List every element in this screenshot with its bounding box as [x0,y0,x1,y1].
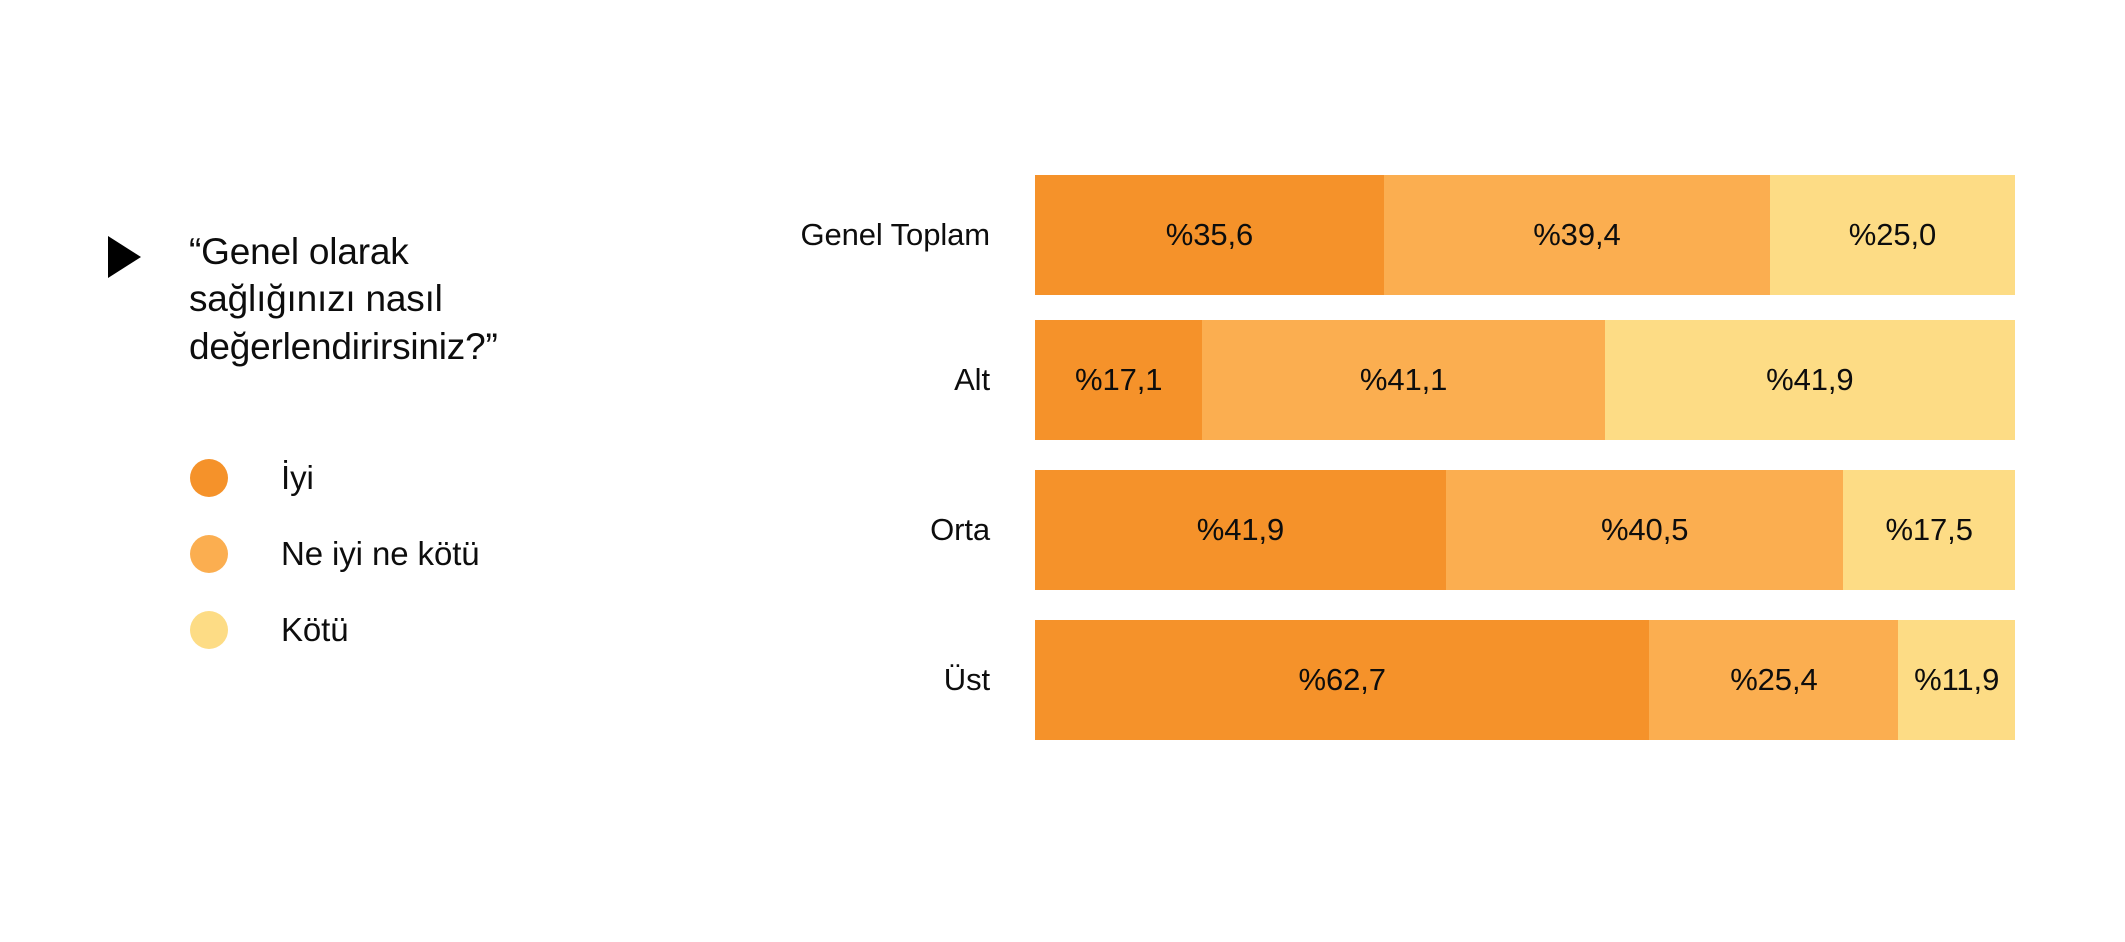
bar-segment[interactable]: %25,0 [1769,175,2015,295]
legend-item[interactable]: Ne iyi ne kötü [190,516,480,592]
bar-segment-value: %39,4 [1533,217,1621,252]
bar-segment-value: %25,4 [1730,662,1818,697]
question-block: “Genel olarak sağlığınızı nasıl değerlen… [108,228,728,370]
play-triangle-icon [108,236,141,278]
bar-segment-value: %40,5 [1600,512,1689,547]
bar-segment[interactable]: %11,9 [1898,620,2015,740]
bar-segment-value: %41,9 [1766,362,1854,397]
legend-item-label: Ne iyi ne kötü [281,535,480,572]
legend-item[interactable]: Kötü [190,592,480,668]
bar-segment-value: %62,7 [1298,662,1387,697]
bar-segment-value: %41,1 [1359,362,1448,397]
chart-row: Genel Toplam %35,6 %39,4 %25,0 [0,175,2125,295]
bar-segment[interactable]: %41,9 [1035,470,1447,590]
stacked-bar: %62,7 %25,4 %11,9 [1035,620,2015,740]
bar-segment-value: %11,9 [1914,662,2000,697]
bar-segment[interactable]: %41,9 [1604,320,2015,440]
legend-item-label: İyi [281,459,314,496]
bar-segment[interactable]: %25,4 [1649,620,1899,740]
bar-segment[interactable]: %17,5 [1843,470,2015,590]
category-label: Üst [943,662,990,697]
bar-segment[interactable]: %62,7 [1035,620,1650,740]
legend-color-swatch [190,611,228,649]
bar-segment-value: %25,0 [1848,217,1937,252]
legend-item-label: Kötü [281,611,349,648]
bar-segment-value: %35,6 [1165,217,1254,252]
bar-segment[interactable]: %39,4 [1383,175,1770,295]
bar-segment[interactable]: %40,5 [1446,470,1844,590]
stacked-bar: %35,6 %39,4 %25,0 [1035,175,2015,295]
category-label: Alt [954,362,990,397]
chart-row: Alt %17,1 %41,1 %41,9 [0,320,2125,440]
bar-segment-value: %41,9 [1196,512,1285,547]
question-and-legend-panel: “Genel olarak sağlığınızı nasıl değerlen… [0,0,760,942]
page-title: “Genel olarak sağlığınızı nasıl değerlen… [189,231,498,367]
legend-color-swatch [190,535,228,573]
chart-row: Üst %62,7 %25,4 %11,9 [0,620,2125,740]
chart-row: Orta %41,9 %40,5 %17,5 [0,470,2125,590]
bar-segment-value: %17,1 [1075,362,1163,397]
bar-segment[interactable]: %35,6 [1035,175,1384,295]
stacked-bar: %41,9 %40,5 %17,5 [1035,470,2015,590]
legend-color-swatch [190,459,228,497]
bar-segment-value: %17,5 [1885,512,1973,547]
bar-segment[interactable]: %17,1 [1035,320,1203,440]
category-label: Orta [930,512,990,547]
stacked-bar: %17,1 %41,1 %41,9 [1035,320,2015,440]
legend-item[interactable]: İyi [190,440,480,516]
category-label: Genel Toplam [800,217,990,252]
bar-segment[interactable]: %41,1 [1202,320,1605,440]
